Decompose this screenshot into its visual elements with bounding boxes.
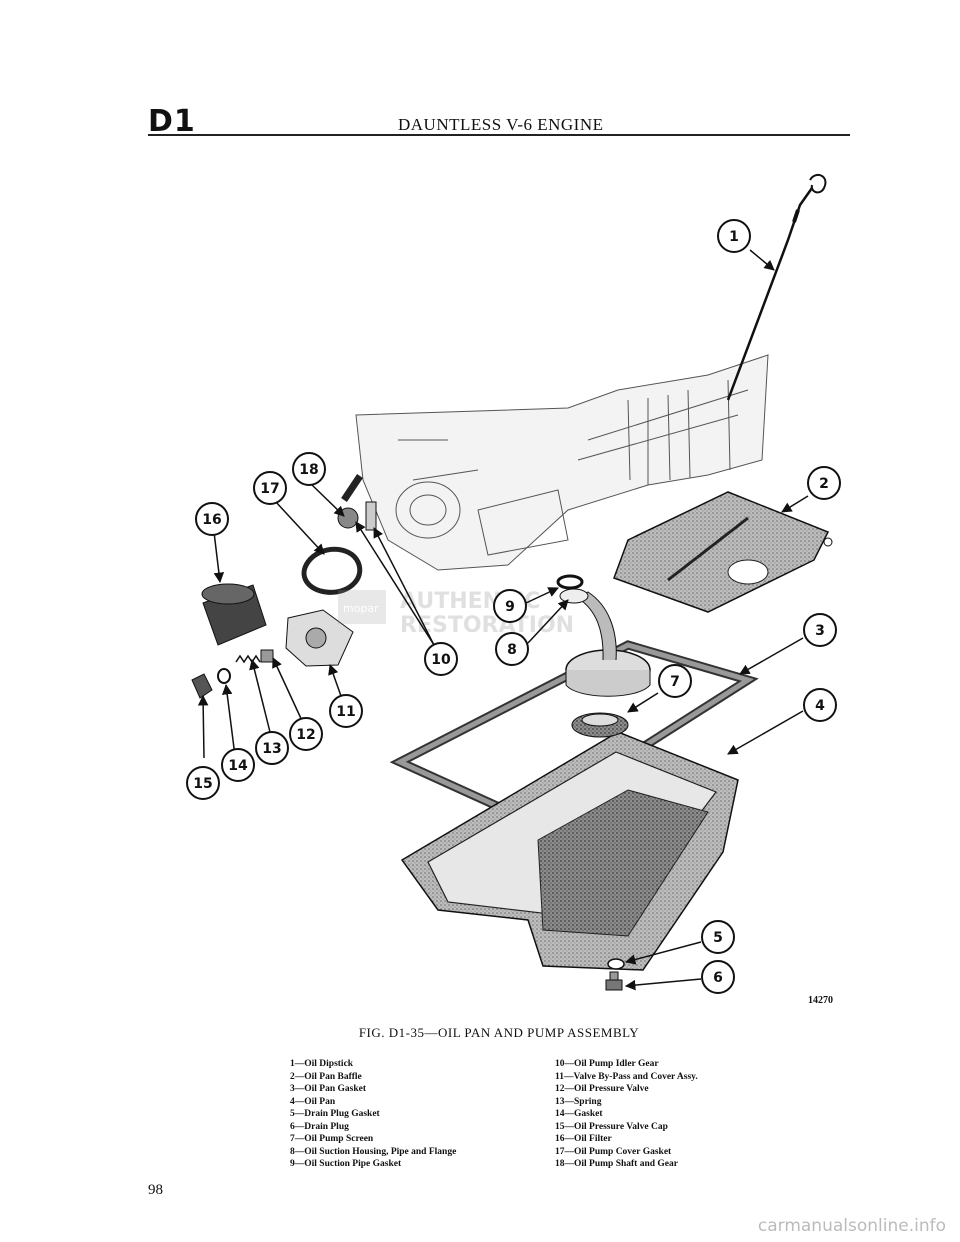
callout-9: 9 xyxy=(493,589,527,623)
legend-item: 10—Oil Pump Idler Gear xyxy=(555,1059,659,1069)
running-title: DAUNTLESS V-6 ENGINE xyxy=(398,115,604,134)
spring xyxy=(235,654,261,664)
svg-text:17: 17 xyxy=(260,481,279,497)
oil-pressure-valve-cap xyxy=(191,673,213,699)
callout-8: 8 xyxy=(495,632,529,666)
legend-item: 5—Drain Plug Gasket xyxy=(290,1109,380,1119)
legend-item: 7—Oil Pump Screen xyxy=(290,1134,374,1144)
callout-1: 1 xyxy=(717,219,751,253)
legend-item: 12—Oil Pressure Valve xyxy=(555,1084,649,1094)
svg-text:16: 16 xyxy=(202,512,221,528)
svg-text:4: 4 xyxy=(815,698,825,714)
svg-text:1: 1 xyxy=(729,229,739,245)
svg-text:7: 7 xyxy=(670,674,680,690)
callout-13: 13 xyxy=(255,731,289,765)
legend-item: 16—Oil Filter xyxy=(555,1134,612,1144)
oil-pressure-valve xyxy=(260,649,274,663)
svg-text:6: 6 xyxy=(713,970,723,986)
callout-15: 15 xyxy=(186,766,220,800)
oil-pump-cover-gasket xyxy=(301,546,363,595)
callout-10: 10 xyxy=(424,642,458,676)
drain-plug xyxy=(605,971,623,991)
oil-pan-baffle xyxy=(613,491,833,613)
legend-item: 13—Spring xyxy=(555,1096,602,1107)
callout-18: 18 xyxy=(292,452,326,486)
svg-text:9: 9 xyxy=(505,599,515,615)
gasket xyxy=(217,668,231,684)
legend-item: 4—Oil Pan xyxy=(290,1096,336,1107)
callout-17: 17 xyxy=(253,471,287,505)
exploded-view-figure: mopar AUTHENTIC RESTORATION xyxy=(148,140,850,1010)
svg-text:15: 15 xyxy=(193,776,212,792)
drain-plug-gasket xyxy=(607,958,625,970)
callout-6: 6 xyxy=(701,960,735,994)
section-code: D1 xyxy=(148,104,196,139)
page-number: 98 xyxy=(148,1182,163,1198)
valve-bypass-cover xyxy=(285,609,354,667)
callout-16: 16 xyxy=(195,502,229,536)
svg-text:13: 13 xyxy=(262,741,281,757)
svg-text:11: 11 xyxy=(336,704,355,720)
restoration-stamp: mopar AUTHENTIC RESTORATION xyxy=(338,589,574,638)
legend-item: 17—Oil Pump Cover Gasket xyxy=(555,1146,672,1157)
callout-3: 3 xyxy=(803,613,837,647)
oil-suction-pipe-gasket xyxy=(556,574,584,590)
svg-text:14: 14 xyxy=(228,758,248,774)
svg-text:18: 18 xyxy=(299,462,318,478)
callout-14: 14 xyxy=(221,748,255,782)
callout-2: 2 xyxy=(807,466,841,500)
stamp-badge: mopar xyxy=(343,602,379,615)
figure-caption: FIG. D1-35—OIL PAN AND PUMP ASSEMBLY xyxy=(358,1025,640,1040)
oil-pan xyxy=(400,731,739,971)
legend-item: 3—Oil Pan Gasket xyxy=(290,1084,367,1094)
svg-text:2: 2 xyxy=(819,476,829,492)
svg-text:5: 5 xyxy=(713,930,723,946)
legend-left: 1—Oil Dipstick 2—Oil Pan Baffle 3—Oil Pa… xyxy=(290,1058,456,1171)
svg-text:12: 12 xyxy=(296,727,315,743)
legend-item: 1—Oil Dipstick xyxy=(290,1059,354,1069)
svg-text:8: 8 xyxy=(507,642,517,658)
callout-7: 7 xyxy=(658,664,692,698)
legend-item: 18—Oil Pump Shaft and Gear xyxy=(555,1159,678,1169)
svg-text:3: 3 xyxy=(815,623,825,639)
legend-item: 9—Oil Suction Pipe Gasket xyxy=(290,1159,402,1169)
figure-number: 14270 xyxy=(808,995,833,1006)
legend-item: 11—Valve By-Pass and Cover Assy. xyxy=(555,1071,698,1082)
callout-4: 4 xyxy=(803,688,837,722)
oil-pan-gasket xyxy=(389,640,759,826)
legend-item: 6—Drain Plug xyxy=(290,1121,349,1132)
legend-item: 2—Oil Pan Baffle xyxy=(290,1071,362,1082)
oil-filter xyxy=(201,583,267,646)
engine-block xyxy=(355,354,769,571)
callout-11: 11 xyxy=(329,694,363,728)
header-rule xyxy=(148,134,850,136)
legend-right: 10—Oil Pump Idler Gear 11—Valve By-Pass … xyxy=(555,1058,698,1171)
legend-item: 15—Oil Pressure Valve Cap xyxy=(555,1121,668,1132)
oil-pump-screen xyxy=(571,712,629,738)
watermark: carmanualsonline.info xyxy=(757,1216,946,1236)
callout-12: 12 xyxy=(289,717,323,751)
callout-5: 5 xyxy=(701,920,735,954)
oil-dipstick xyxy=(726,173,827,401)
stamp-line-2: RESTORATION xyxy=(400,613,574,638)
legend-item: 14—Gasket xyxy=(555,1109,603,1119)
legend-item: 8—Oil Suction Housing, Pipe and Flange xyxy=(290,1146,457,1157)
svg-text:10: 10 xyxy=(431,652,451,668)
oil-suction-housing xyxy=(559,588,651,697)
